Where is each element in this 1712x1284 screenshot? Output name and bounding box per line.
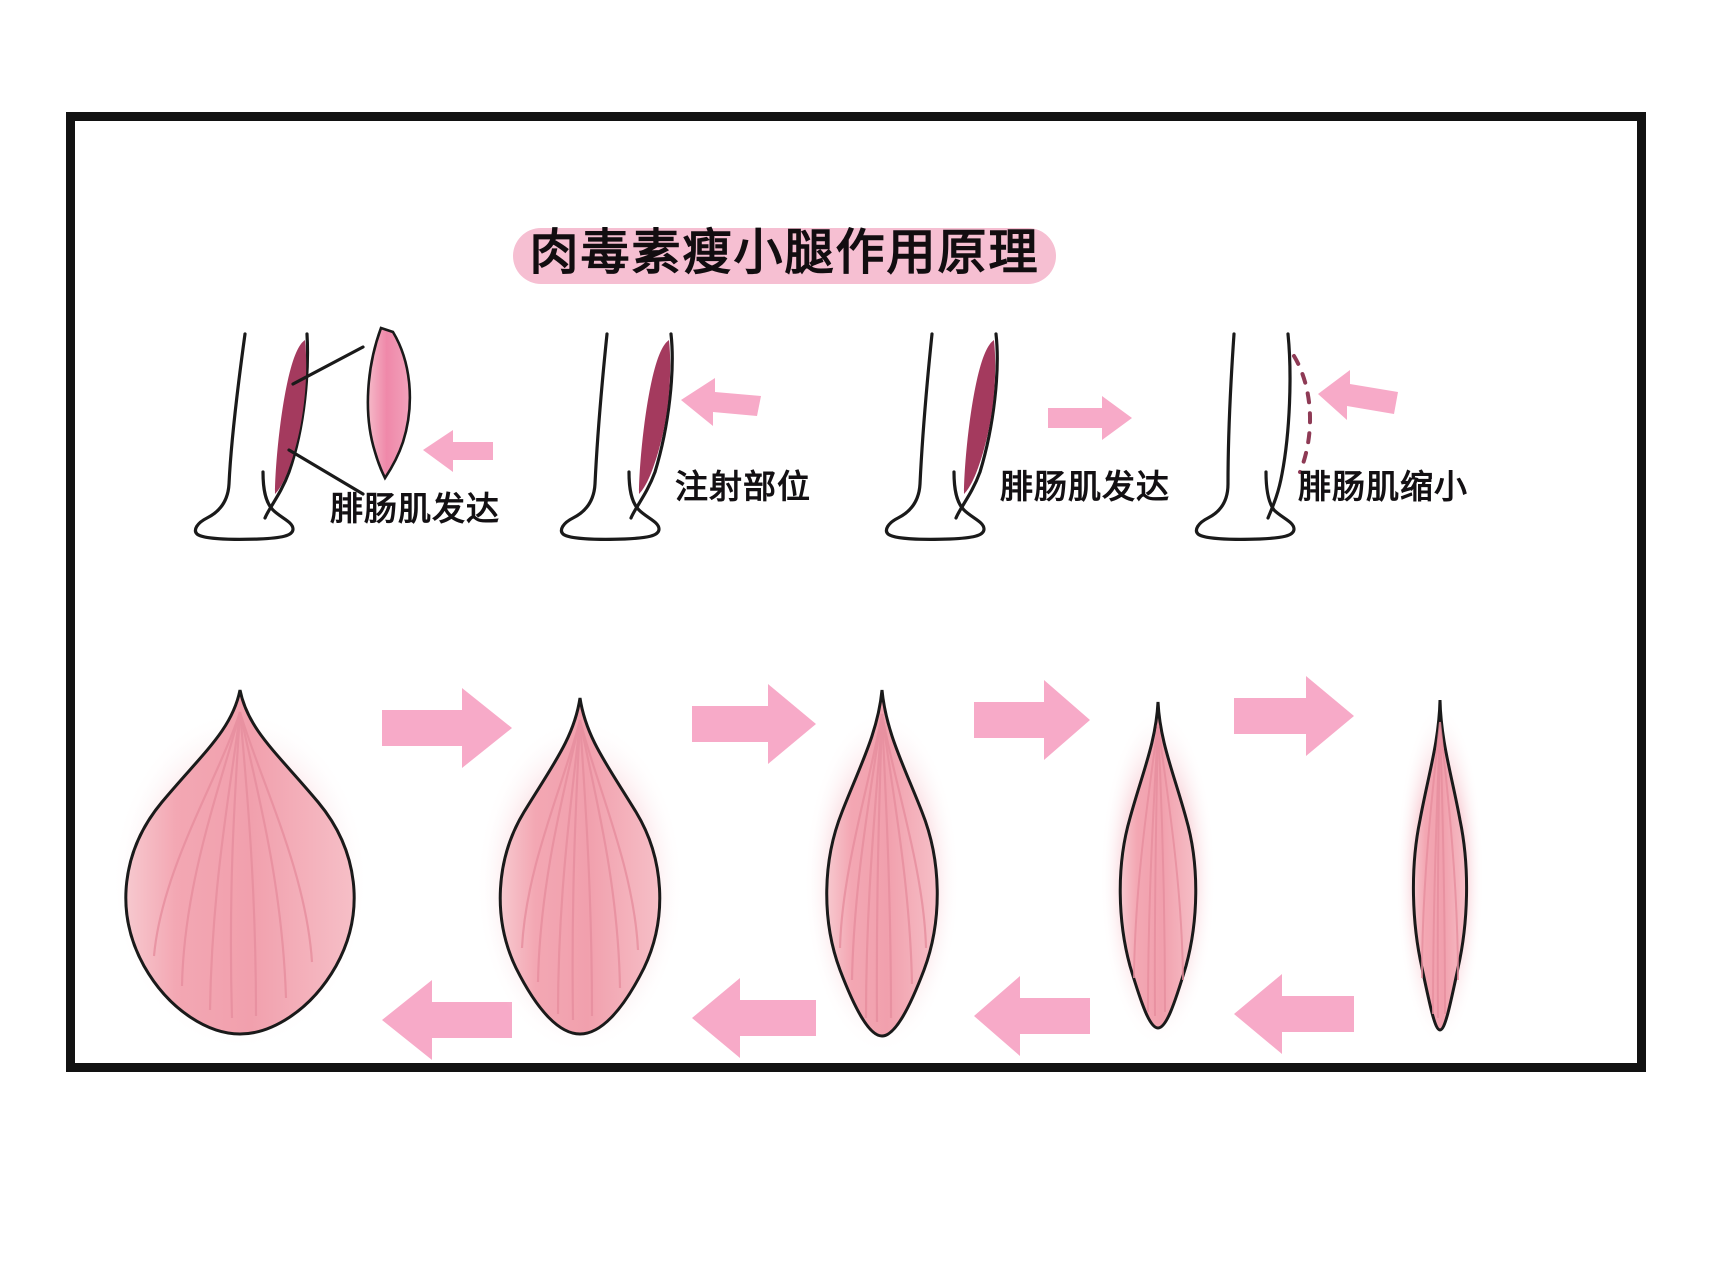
calf-muscle-dark-3 — [964, 340, 996, 494]
leg-diagram-3 — [884, 332, 1132, 541]
shrunken-muscle-dashed-outline-4 — [1292, 354, 1313, 474]
arrow-left-icon-4 — [1318, 370, 1398, 420]
leg-diagram-4 — [1194, 332, 1398, 541]
arrow-left-icon-2 — [681, 378, 761, 426]
callout-line-upper-1 — [291, 345, 365, 386]
arrow-left-icon-bottom-2 — [692, 978, 816, 1058]
muscle-stage-2 — [476, 697, 684, 1054]
muscle-belly-1 — [124, 689, 356, 1036]
calf-muscle-dark-1 — [275, 340, 307, 494]
arrow-right-icon-top-3 — [974, 680, 1090, 760]
muscle-progression-row — [112, 676, 1484, 1060]
muscle-stage-3 — [804, 689, 960, 1054]
muscle-stage-1 — [112, 689, 368, 1050]
leg-diagram-2 — [559, 332, 761, 541]
muscle-belly-4 — [1118, 701, 1198, 1030]
arrow-left-icon-bottom-3 — [974, 976, 1090, 1056]
calf-muscle-dark-2 — [639, 340, 671, 494]
muscle-belly-3 — [825, 689, 939, 1038]
title-highlight-pill — [513, 228, 1056, 284]
leg-panel-1-label: 腓肠肌发达 — [330, 490, 500, 527]
leg-diagram-1 — [193, 326, 493, 541]
muscle-stage-5 — [1396, 699, 1484, 1048]
page-title: 肉毒素瘦小腿作用原理 — [529, 226, 1040, 280]
callout-line-lower-1 — [287, 448, 365, 496]
arrow-left-icon-bottom-1 — [382, 980, 512, 1060]
leg-panel-2: 注射部位 — [555, 322, 925, 562]
arrow-left-icon-bottom-4 — [1234, 974, 1354, 1054]
arrow-right-icon-top-4 — [1234, 676, 1354, 756]
muscle-belly-5 — [1411, 699, 1469, 1032]
leg-panel-4: 腓肠肌缩小 — [1190, 322, 1560, 562]
arrow-right-icon-top-2 — [692, 684, 816, 764]
muscle-striations-4 — [1133, 723, 1184, 1017]
arrow-left-icon-1 — [423, 430, 493, 472]
leg-panel-3-label: 腓肠肌发达 — [1000, 468, 1170, 505]
calf-muscle-enlarged-1 — [366, 326, 412, 481]
arrow-right-icon-3 — [1048, 396, 1132, 440]
muscle-striations-5 — [1421, 721, 1459, 1019]
muscle-striations-1 — [152, 711, 314, 1019]
leg-panel-1: 腓肠肌发达 — [185, 322, 555, 562]
muscle-striations-3 — [838, 713, 928, 1023]
leg-panel-2-label: 注射部位 — [675, 468, 811, 505]
muscle-striations-2 — [520, 719, 640, 1021]
muscle-stage-4 — [1100, 701, 1216, 1048]
arrow-right-icon-top-1 — [382, 688, 512, 768]
leg-panel-4-label: 腓肠肌缩小 — [1298, 468, 1468, 505]
leg-panel-3: 腓肠肌发达 — [880, 322, 1250, 562]
